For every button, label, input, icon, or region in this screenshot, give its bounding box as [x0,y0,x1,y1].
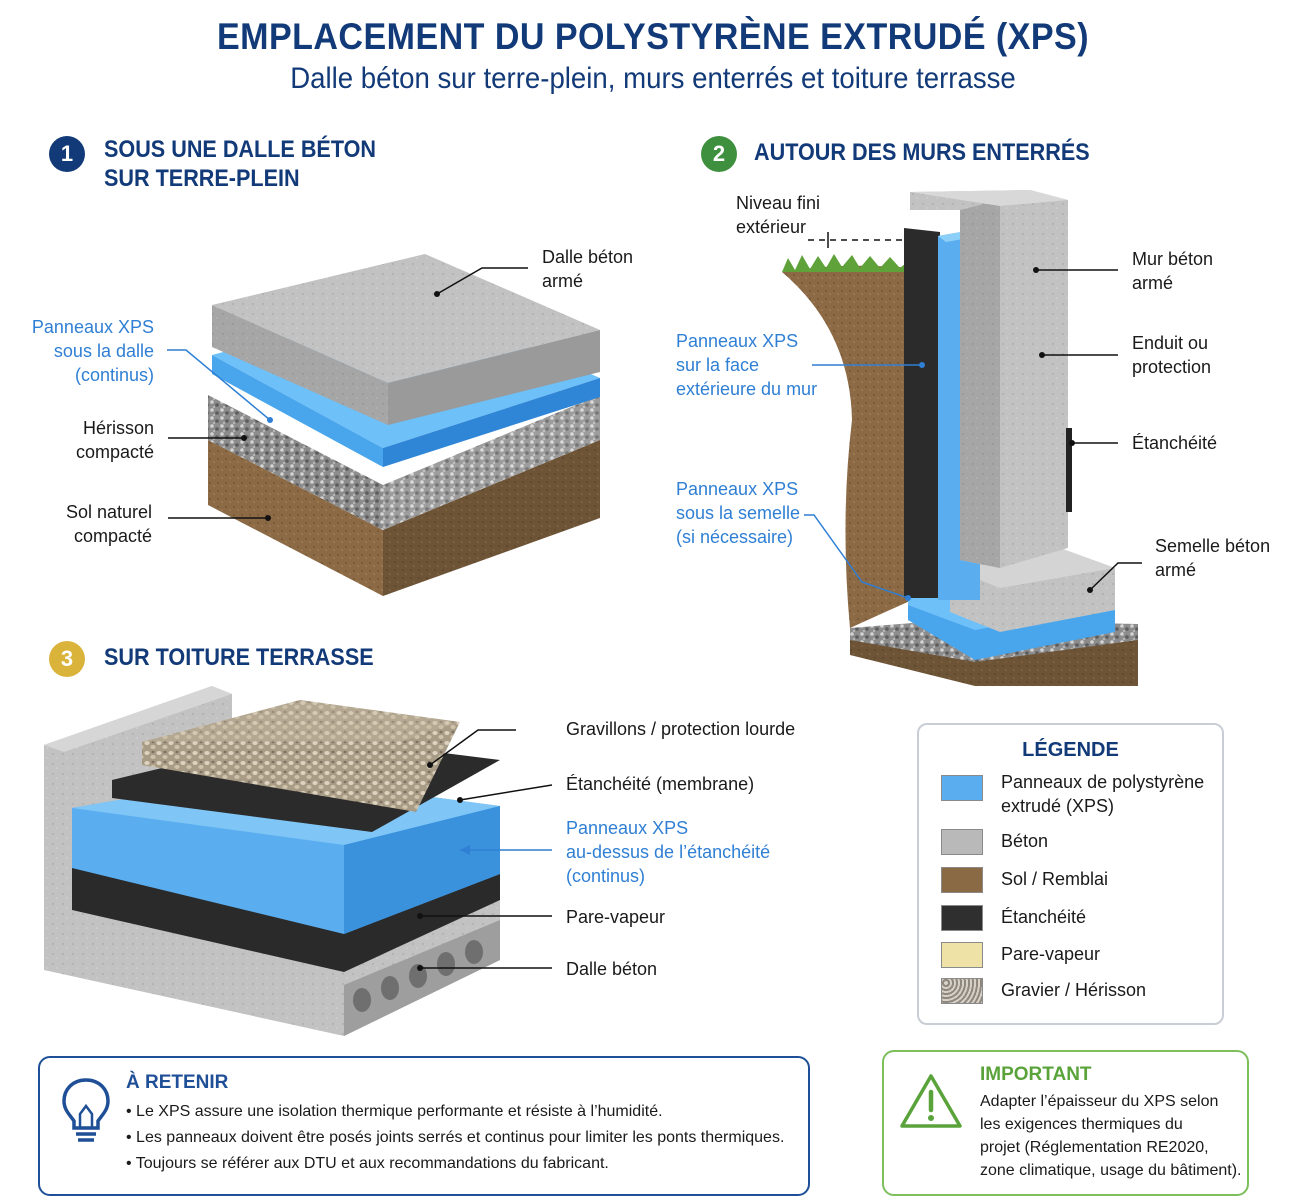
legend-swatch-sol [941,867,983,893]
legend-swatch-pare-vapeur [941,942,983,968]
retenir-box: À RETENIR • Le XPS assure une isolation … [38,1056,810,1196]
legend-label-xps: Panneaux de polystyrène extrudé (XPS) [1001,772,1205,816]
retenir-title: À RETENIR [126,1072,229,1093]
label-dalle-beton: Dalle béton armé [542,247,634,291]
legend-swatch-etancheite [941,905,983,931]
leader-lines [168,267,1142,969]
section-1-title-line2: SUR TERRE-PLEIN [104,165,300,192]
page-title: EMPLACEMENT DU POLYSTYRÈNE EXTRUDÉ (XPS) [216,16,1090,57]
legend-swatch-beton [941,829,983,855]
label-xps-face-exterieure: Panneaux XPS sur la face extérieure du m… [676,331,818,399]
label-gravillons: Gravillons / protection lourde [566,719,796,739]
legend-label-gravier: Gravier / Hérisson [1001,980,1147,1000]
section-2-title: AUTOUR DES MURS ENTERRÉS [754,139,1090,166]
scene-slab-on-grade [208,254,600,596]
section-3-title: SUR TOITURE TERRASSE [104,644,374,671]
legend-title: LÉGENDE [1022,739,1119,761]
label-semelle-beton: Semelle béton armé [1155,536,1271,580]
label-etancheite-membrane: Étanchéité (membrane) [566,774,755,794]
important-text: Adapter l’épaisseur du XPS selon les exi… [980,1093,1242,1179]
page-subtitle: Dalle béton sur terre-plein, murs enterr… [290,62,1016,95]
important-title: IMPORTANT [980,1064,1092,1085]
important-box: IMPORTANT Adapter l’épaisseur du XPS sel… [882,1050,1249,1196]
label-mur-beton: Mur béton armé [1132,249,1214,293]
leader-lines-blue [167,349,922,851]
retenir-bullet-2: • Les panneaux doivent être posés joints… [126,1129,785,1146]
section-2-number: 2 [701,136,737,172]
scene-buried-wall [782,190,1138,686]
label-xps-sous-dalle: Panneaux XPS sous la dalle (continus) [31,317,154,385]
section-3-number: 3 [49,641,85,677]
legend-label-etancheite: Étanchéité [1001,907,1087,927]
legend-box: LÉGENDE Panneaux de polystyrène extrudé … [917,723,1224,1025]
label-xps-toiture: Panneaux XPS au-dessus de l’étanchéité (… [566,818,771,886]
scene-flat-roof [44,686,500,1036]
label-dalle-beton-toiture: Dalle béton [566,959,658,979]
lightbulb-icon [62,1078,110,1142]
retenir-bullet-1: • Le XPS assure une isolation thermique … [126,1103,663,1120]
label-etancheite-mur: Étanchéité [1132,433,1218,453]
retenir-bullet-3: • Toujours se référer aux DTU et aux rec… [126,1155,609,1172]
warning-icon [900,1074,962,1128]
legend-label-beton: Béton [1001,831,1049,851]
section-1-number: 1 [49,136,85,172]
legend-swatch-gravier [941,978,983,1004]
legend-label-pare-vapeur: Pare-vapeur [1001,944,1101,964]
label-pare-vapeur: Pare-vapeur [566,907,666,927]
label-niveau-fini: Niveau fini extérieur [736,193,821,237]
section-1-title-line1: SOUS UNE DALLE BÉTON [104,136,377,163]
label-enduit: Enduit ou protection [1132,333,1212,377]
label-herisson: Hérisson compacté [75,418,154,462]
label-sol-naturel: Sol naturel compacté [65,502,152,546]
legend-label-sol: Sol / Remblai [1001,869,1109,889]
legend-swatch-xps [941,775,983,801]
label-xps-sous-semelle: Panneaux XPS sous la semelle (si nécessa… [676,479,801,547]
